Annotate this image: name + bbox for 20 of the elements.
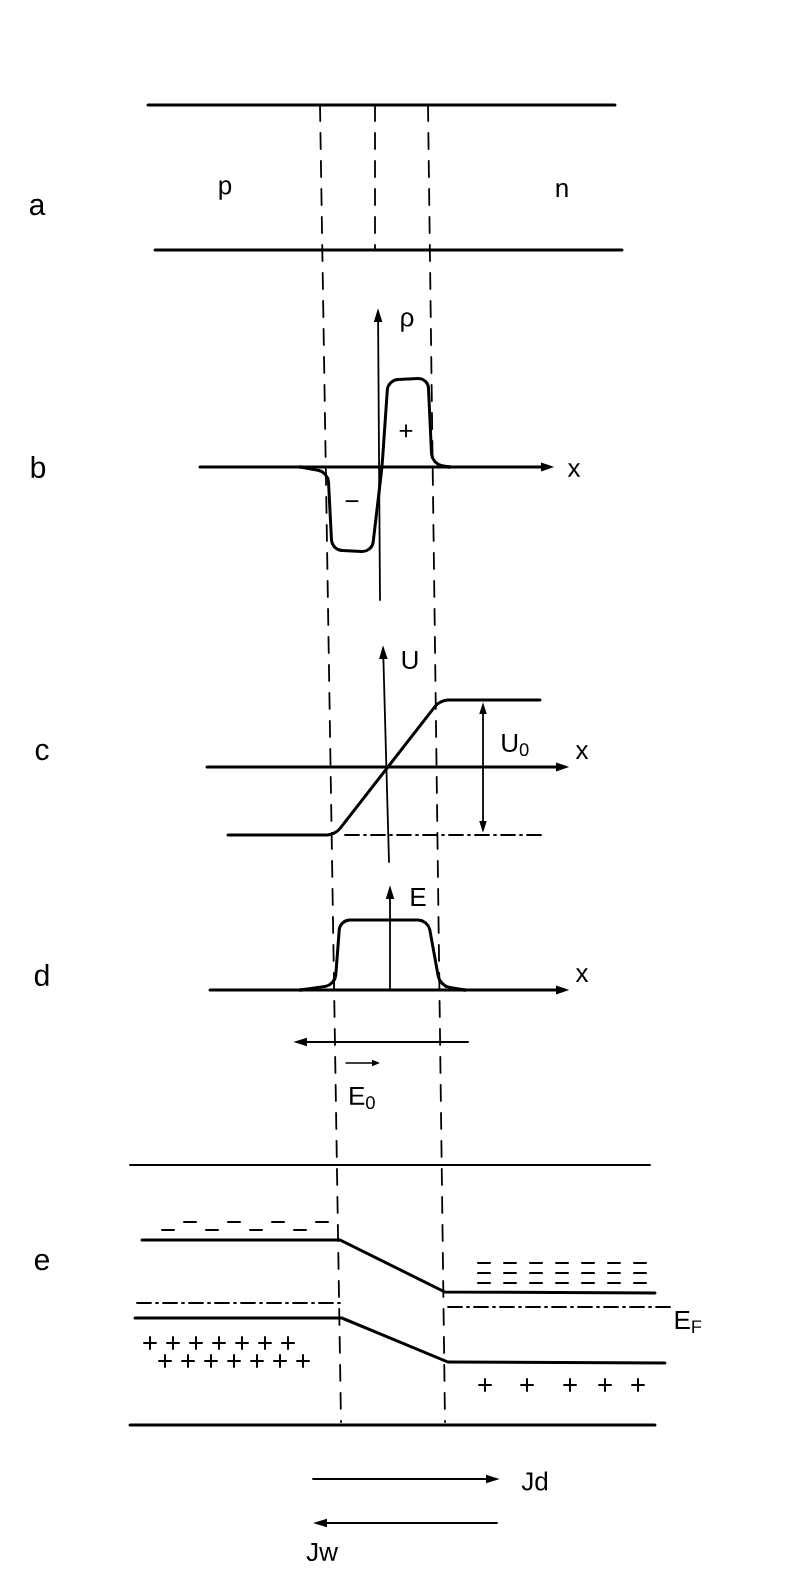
axis-label: x	[567, 463, 581, 477]
voltage-label: U$_{0}$	[502, 733, 529, 757]
band-label: E$_{F}$	[675, 1311, 702, 1333]
field-label: E$_{0}$	[350, 1086, 375, 1110]
panel-letter: a	[29, 198, 46, 216]
region-label: n	[556, 183, 568, 197]
axis-label: ρ	[401, 312, 414, 332]
charge-sign: +	[399, 424, 413, 438]
axis-label: U	[402, 650, 418, 670]
panel-letter: e	[34, 1253, 49, 1271]
axis-label: E	[411, 888, 426, 906]
panel-letter: b	[31, 456, 46, 478]
axis-label: x	[575, 968, 589, 982]
region-label: p	[219, 180, 232, 200]
panel-letter: c	[35, 743, 49, 761]
current-label: Jd	[521, 1471, 548, 1491]
current-label: Jw	[306, 1542, 338, 1562]
axis-label: x	[575, 745, 589, 759]
panel-letter: d	[34, 964, 49, 987]
charge-sign: −	[345, 500, 359, 503]
